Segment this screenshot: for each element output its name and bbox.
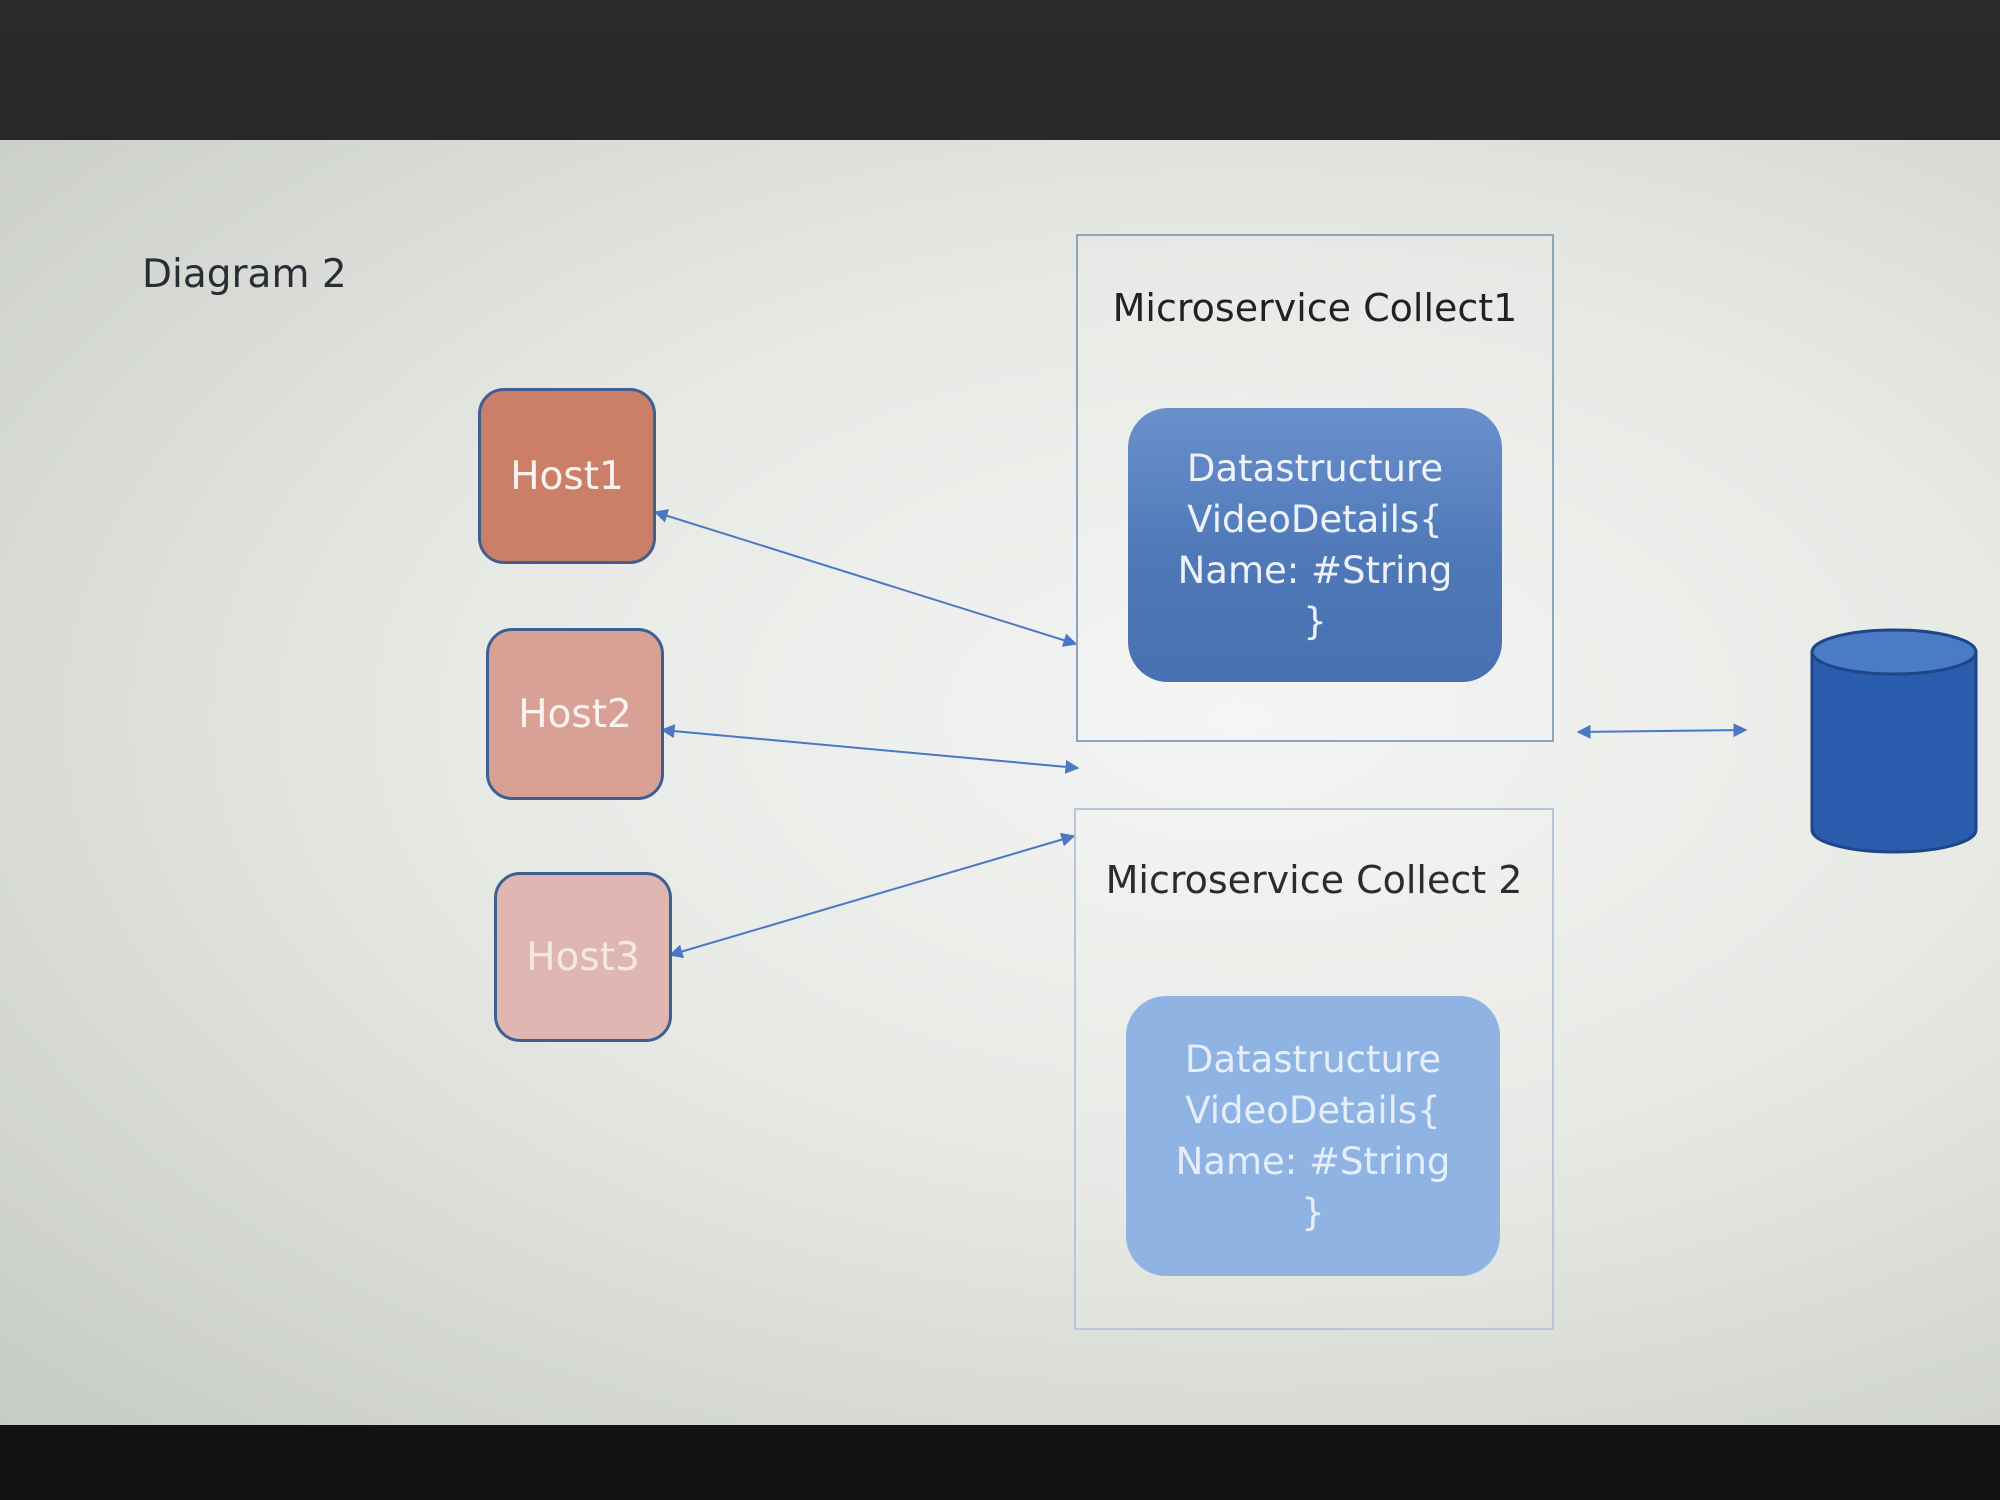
host1-label: Host1	[510, 453, 624, 499]
datastructure-line: Name: #String	[1177, 549, 1453, 592]
host3-node[interactable]: Host3	[494, 872, 672, 1042]
diagram-title: Diagram 2	[142, 252, 347, 297]
datastructure-line: VideoDetails{	[1187, 498, 1443, 541]
connector-host2-collect	[660, 724, 1080, 774]
connector-host1-collect1	[653, 509, 1078, 647]
datastructure-card-collect2[interactable]: Datastructure VideoDetails{ Name: #Strin…	[1126, 996, 1500, 1276]
connector-host3-collect2	[668, 832, 1076, 959]
host2-label: Host2	[518, 691, 632, 737]
datastructure-line: }	[1301, 1191, 1325, 1234]
microservice-collect1-box[interactable]: Microservice Collect1 Datastructure Vide…	[1076, 234, 1554, 742]
database-cylinder-icon[interactable]	[1808, 626, 1980, 858]
datastructure-line: Datastructure	[1186, 447, 1444, 490]
host2-node[interactable]: Host2	[486, 628, 664, 800]
datastructure-line: Name: #String	[1175, 1140, 1451, 1183]
microservice-collect2-box[interactable]: Microservice Collect 2 Datastructure Vid…	[1074, 808, 1554, 1330]
microservice-collect1-title: Microservice Collect1	[1112, 286, 1518, 330]
host1-node[interactable]: Host1	[478, 388, 656, 564]
host3-label: Host3	[526, 934, 640, 980]
datastructure-line: Datastructure	[1184, 1038, 1442, 1081]
connector-layer	[653, 509, 1748, 959]
datastructure-line: }	[1303, 600, 1327, 643]
datastructure-card-collect1[interactable]: Datastructure VideoDetails{ Name: #Strin…	[1128, 408, 1502, 682]
microservice-collect2-title: Microservice Collect 2	[1105, 858, 1523, 902]
connector-collect-database	[1576, 723, 1748, 739]
diagram-slide: Diagram 2 Host1 Host2 Host3 Microservice…	[0, 140, 2000, 1425]
datastructure-line: VideoDetails{	[1185, 1089, 1441, 1132]
